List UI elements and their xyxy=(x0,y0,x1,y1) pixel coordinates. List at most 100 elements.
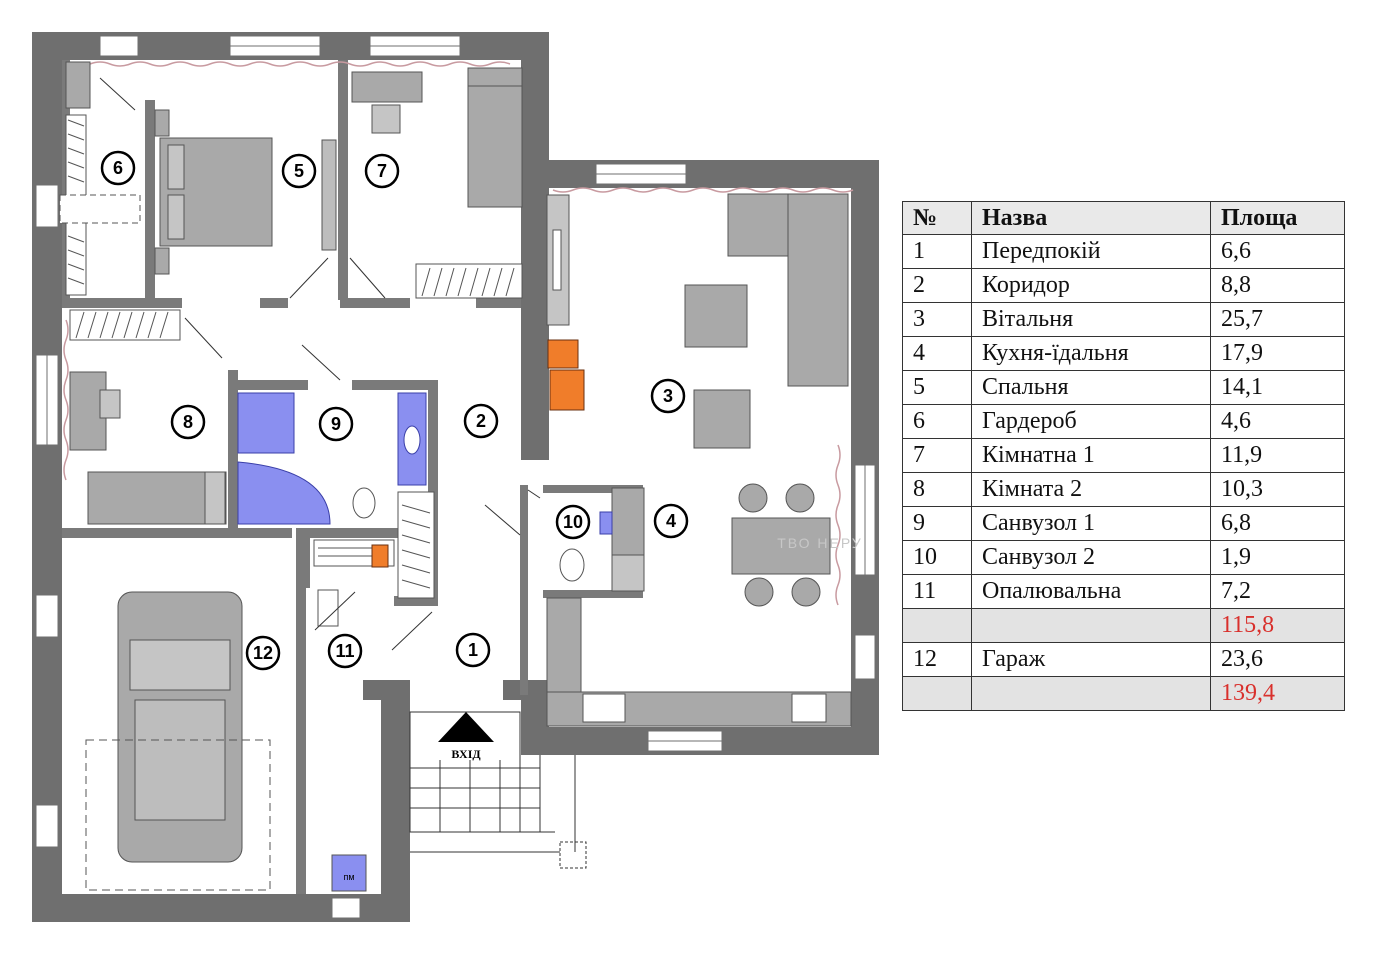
hatching xyxy=(67,119,515,589)
room-marker-label: 2 xyxy=(476,411,486,431)
armchair-1 xyxy=(684,284,748,348)
table-cell-area: 11,9 xyxy=(1210,438,1345,473)
table-cell-no: 11 xyxy=(902,574,972,609)
table-cell-area: 10,3 xyxy=(1210,472,1345,507)
boiler xyxy=(331,854,367,892)
dining-table xyxy=(731,517,831,575)
toilet-10 xyxy=(559,548,585,582)
header-area: Площа xyxy=(1210,201,1345,235)
table-cell-no: 2 xyxy=(902,268,972,303)
room-marker-label: 8 xyxy=(183,412,193,432)
room-marker-label: 9 xyxy=(331,414,341,434)
furniture xyxy=(59,61,852,892)
shower xyxy=(237,392,295,454)
armchair-2 xyxy=(693,389,751,449)
table-cell-name: Кімнатна 1 xyxy=(971,438,1211,473)
table-cell-name: Кухня-їдальня xyxy=(971,336,1211,371)
total-value: 139,4 xyxy=(1210,676,1345,711)
curtains xyxy=(63,61,854,606)
room-marker-label: 12 xyxy=(253,643,273,663)
table-cell-area: 17,9 xyxy=(1210,336,1345,371)
total-row: 139,4 xyxy=(902,676,1345,711)
table-cell-no: 4 xyxy=(902,336,972,371)
table-cell-area: 7,2 xyxy=(1210,574,1345,609)
room-marker-4: 4 xyxy=(653,503,689,539)
table-cell-no: 6 xyxy=(902,404,972,439)
room-marker-6: 6 xyxy=(100,150,136,186)
table-cell-name: Опалювальна xyxy=(971,574,1211,609)
subtotal-value: 115,8 xyxy=(1210,608,1345,643)
table-cell-name: Кімната 2 xyxy=(971,472,1211,507)
table-cell-name: Санвузол 2 xyxy=(971,540,1211,575)
room-marker-label: 10 xyxy=(563,512,583,532)
entrance-label: ВХІД xyxy=(451,747,481,761)
table-cell-area: 1,9 xyxy=(1210,540,1345,575)
room-marker-label: 1 xyxy=(468,640,478,660)
hall-wardrobe xyxy=(397,491,435,599)
subtotal-row: 115,8 xyxy=(902,608,1345,643)
table-cell-area: 4,6 xyxy=(1210,404,1345,439)
fireplace xyxy=(371,339,585,568)
room-marker-8: 8 xyxy=(170,404,206,440)
table-cell-name: Передпокій xyxy=(971,234,1211,269)
room-marker-10: 10 xyxy=(555,504,591,540)
table-cell-name: Санвузол 1 xyxy=(971,506,1211,541)
wardrobe-6 xyxy=(65,61,91,109)
table-cell-name: Коридор xyxy=(971,268,1211,303)
table-cell-area: 6,6 xyxy=(1210,234,1345,269)
room-marker-label: 3 xyxy=(663,386,673,406)
room-marker-11: 11 xyxy=(327,633,363,669)
single-bed-8 xyxy=(87,471,227,525)
table-cell-no: 1 xyxy=(902,234,972,269)
table-cell-area: 6,8 xyxy=(1210,506,1345,541)
table-cell-no: 9 xyxy=(902,506,972,541)
sanitary xyxy=(237,392,613,582)
room-marker-label: 7 xyxy=(377,161,387,181)
table-cell-area: 14,1 xyxy=(1210,370,1345,405)
room-marker-label: 4 xyxy=(666,511,676,531)
table-cell-no: 8 xyxy=(902,472,972,507)
table-cell-name: Спальня xyxy=(971,370,1211,405)
table-cell-area: 8,8 xyxy=(1210,268,1345,303)
header-no: № xyxy=(902,201,972,235)
single-bed-7 xyxy=(467,84,523,208)
table-cell-name: Вітальня xyxy=(971,302,1211,337)
room-marker-label: 11 xyxy=(335,641,354,661)
room-marker-2: 2 xyxy=(463,403,499,439)
room-marker-9: 9 xyxy=(318,406,354,442)
doors xyxy=(99,77,541,651)
table-cell-area: 25,7 xyxy=(1210,302,1345,337)
room-marker-5: 5 xyxy=(281,153,317,189)
bathtub xyxy=(237,461,331,525)
table-header-row: № Назва Площа xyxy=(902,201,1345,235)
table-row-garage: 12 Гараж 23,6 xyxy=(902,642,1345,677)
table-cell-no: 7 xyxy=(902,438,972,473)
room-marker-3: 3 xyxy=(650,378,686,414)
header-name: Назва xyxy=(971,201,1211,235)
table-cell-name: Гардероб xyxy=(971,404,1211,439)
toilet-9 xyxy=(352,487,376,519)
room-marker-1: 1 xyxy=(455,632,491,668)
room-marker-label: 5 xyxy=(294,161,304,181)
window-glazing xyxy=(46,45,866,742)
table-cell-no: 10 xyxy=(902,540,972,575)
entrance-arrow-icon xyxy=(438,712,494,742)
watermark: ТВО НЕРУ xyxy=(777,535,863,551)
room-marker-7: 7 xyxy=(364,153,400,189)
entrance-steps xyxy=(409,711,587,869)
table-cell-no: 3 xyxy=(902,302,972,337)
room-marker-label: 6 xyxy=(113,158,123,178)
